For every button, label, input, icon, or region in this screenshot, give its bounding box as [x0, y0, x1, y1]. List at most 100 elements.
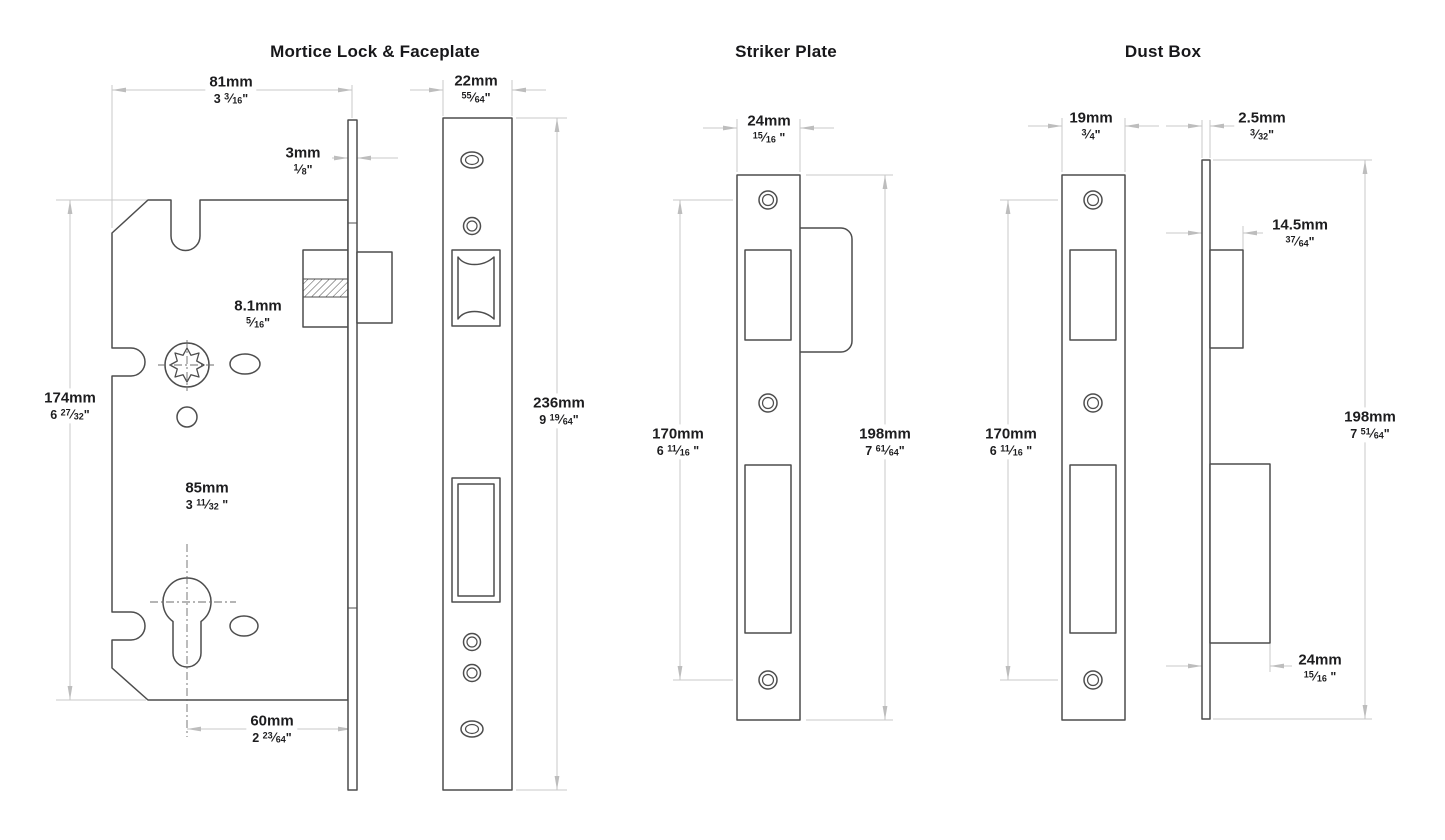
screw-hole-inner — [466, 667, 478, 679]
screw-slot — [460, 151, 484, 169]
dim-inch: 7 51⁄64" — [1350, 426, 1390, 441]
slot-hole — [229, 353, 261, 375]
screw-hole — [462, 663, 482, 683]
screw-hole — [1083, 190, 1103, 210]
dim-inch: 9 19⁄64" — [539, 412, 579, 427]
section-title-dust-box: Dust Box — [1124, 42, 1202, 61]
latch-cutout — [1069, 249, 1117, 341]
dim-mm: 2.5mm — [1238, 109, 1286, 127]
section-title-mortice-lock: Mortice Lock & Faceplate — [270, 42, 480, 61]
dim-mm: 19mm — [1069, 109, 1113, 127]
dim-label-dust-bolt-depth: 24mm 15⁄16 " — [1294, 650, 1346, 686]
dim-inch: 6 27⁄32" — [50, 407, 90, 422]
dim-mm: 60mm — [250, 712, 294, 730]
mortice-lock-body — [111, 119, 393, 791]
dim-inch: 3⁄32" — [1249, 127, 1275, 142]
dim-mm: 3mm — [285, 144, 321, 162]
dim-label-dust-centres: 170mm 6 11⁄16 " — [981, 424, 1041, 460]
dust-plate-outline — [1061, 174, 1126, 721]
dim-label-faceplate-width: 22mm 55⁄64" — [450, 71, 502, 107]
dim-label-dust-height: 198mm 7 51⁄64" — [1340, 407, 1400, 443]
dim-inch: 3⁄4" — [1081, 127, 1101, 142]
dim-mm: 170mm — [652, 425, 704, 443]
deadbolt-face — [457, 483, 495, 597]
screw-hole-inner — [761, 396, 775, 410]
screw-slot-inner — [464, 154, 480, 166]
dim-inch: 37⁄64" — [1285, 234, 1315, 249]
spindle-star — [169, 347, 205, 383]
dim-inch: 6 11⁄16 " — [656, 443, 700, 458]
dust-box-front-view — [1061, 174, 1126, 721]
latch-spring-hatch — [302, 278, 349, 298]
dim-label-dust-latch-depth: 14.5mm 37⁄64" — [1268, 215, 1332, 251]
screw-hole — [758, 190, 778, 210]
screw-hole-inner — [466, 220, 478, 232]
dim-mm: 24mm — [747, 112, 791, 130]
screw-hole — [462, 632, 482, 652]
dim-inch: 1⁄8" — [293, 162, 313, 177]
latch-opening — [451, 249, 501, 327]
dim-label-centres: 85mm 3 11⁄32 " — [181, 478, 233, 514]
latch-box — [1209, 249, 1244, 349]
dim-mm: 22mm — [454, 72, 498, 90]
screw-hole-inner — [761, 193, 775, 207]
dim-label-striker-height: 198mm 7 61⁄64" — [855, 424, 915, 460]
screw-hole — [1083, 670, 1103, 690]
deadbolt-cutout — [1069, 464, 1117, 634]
section-title-striker-plate: Striker Plate — [735, 42, 837, 61]
screw-hole — [758, 670, 778, 690]
dim-label-lock-case-width: 81mm 3 3⁄16" — [205, 72, 257, 108]
dim-mm: 236mm — [533, 394, 585, 412]
latch-bolt — [356, 251, 393, 324]
screw-hole — [462, 216, 482, 236]
dim-inch: 6 11⁄16 " — [989, 443, 1033, 458]
dim-mm: 81mm — [209, 73, 253, 91]
screw-hole-inner — [1086, 396, 1100, 410]
screw-hole-inner — [1086, 193, 1100, 207]
fixing-hole — [176, 406, 198, 428]
euro-cylinder-cutout — [162, 577, 212, 668]
deadbolt-opening — [451, 477, 501, 603]
dim-inch: 2 23⁄64" — [252, 730, 292, 745]
dust-plate-side-strip — [1201, 159, 1211, 720]
dim-inch: 15⁄16 " — [752, 130, 786, 145]
dim-inch: 7 61⁄64" — [865, 443, 905, 458]
dim-label-backset: 60mm 2 23⁄64" — [246, 711, 298, 747]
dim-mm: 14.5mm — [1272, 216, 1328, 234]
screw-hole — [1083, 393, 1103, 413]
faceplate-front-view — [442, 117, 513, 791]
screw-slot — [460, 720, 484, 738]
dim-mm: 198mm — [1344, 408, 1396, 426]
centerlines — [150, 340, 236, 737]
dim-inch: 5⁄16" — [245, 315, 271, 330]
dim-inch: 3 11⁄32 " — [185, 497, 229, 512]
striker-plate-drawing — [736, 174, 853, 721]
dim-mm: 8.1mm — [234, 297, 282, 315]
dim-label-faceplate-thickness: 3mm 1⁄8" — [281, 143, 325, 179]
faceplate-outline — [442, 117, 513, 791]
dim-label-faceplate-height: 236mm 9 19⁄64" — [529, 393, 589, 429]
faceplate-side-strip — [347, 119, 358, 791]
screw-hole-inner — [1086, 673, 1100, 687]
latch-cutout — [744, 249, 792, 341]
lock-case-outline — [111, 199, 349, 701]
dust-box-side-view — [1201, 159, 1271, 720]
dim-label-dust-thickness: 2.5mm 3⁄32" — [1234, 108, 1290, 144]
dim-label-dust-width: 19mm 3⁄4" — [1065, 108, 1117, 144]
dim-inch: 55⁄64" — [461, 90, 491, 105]
deadbolt-box — [1209, 463, 1271, 644]
dim-mm: 198mm — [859, 425, 911, 443]
dim-mm: 170mm — [985, 425, 1037, 443]
dim-mm: 174mm — [44, 389, 96, 407]
dim-mm: 24mm — [1298, 651, 1342, 669]
screw-slot-inner — [464, 723, 480, 735]
striker-outline — [736, 174, 801, 721]
dim-inch: 15⁄16 " — [1303, 669, 1337, 684]
dim-inch: 3 3⁄16" — [213, 91, 249, 106]
screw-hole-inner — [466, 636, 478, 648]
dim-label-striker-centres: 170mm 6 11⁄16 " — [648, 424, 708, 460]
deadbolt-cutout — [744, 464, 792, 634]
latch-bolt-face — [457, 256, 495, 320]
